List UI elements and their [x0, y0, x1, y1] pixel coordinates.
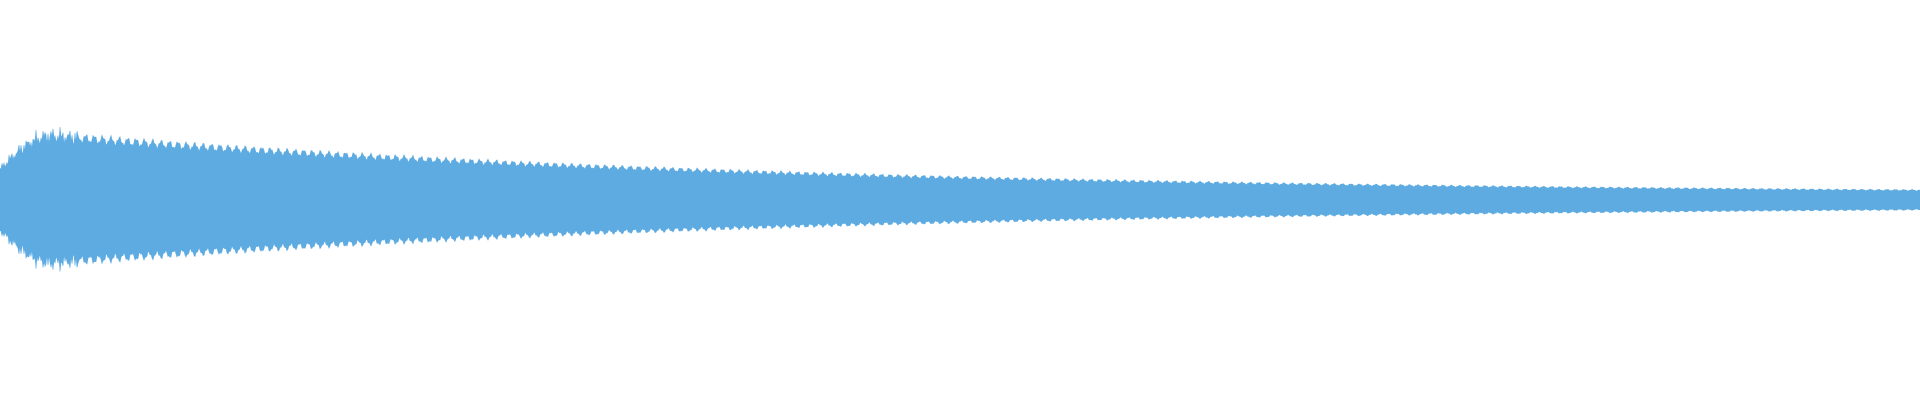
waveform-envelope — [0, 127, 1920, 272]
